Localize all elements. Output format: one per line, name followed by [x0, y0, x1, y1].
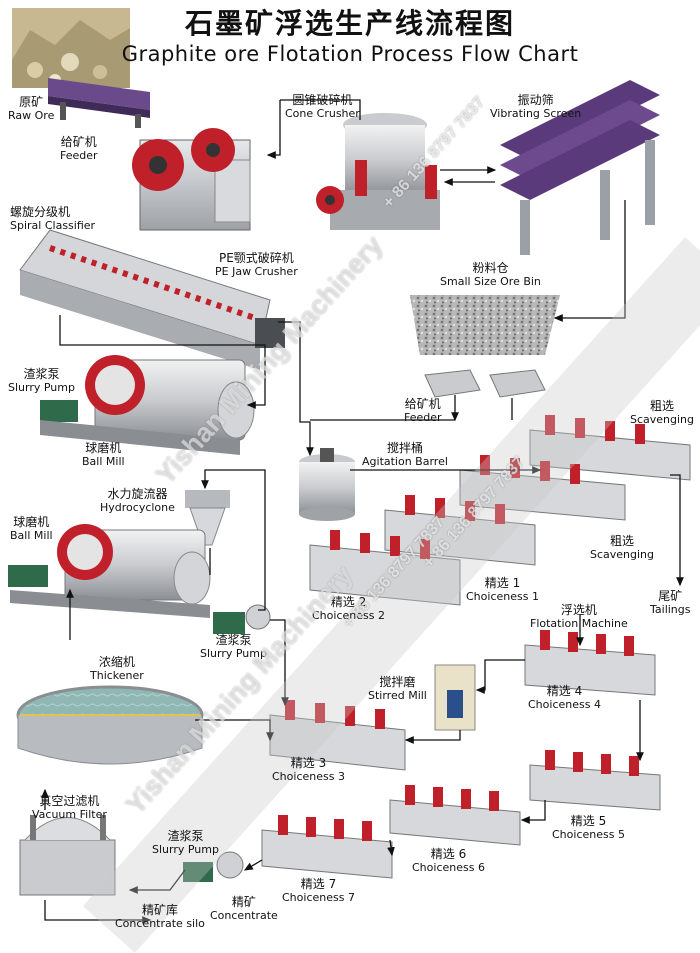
ball-mill-2-icon	[8, 524, 211, 618]
feeder-top-icon	[48, 78, 150, 128]
bank-choiceness-2	[309, 530, 461, 606]
bank-choiceness-3	[269, 700, 406, 771]
chart-title-en: Graphite ore Flotation Process Flow Char…	[121, 42, 579, 66]
vibrating-screen-icon	[500, 80, 660, 255]
flow-chart-canvas: 石墨矿浮选生产线流程图 Graphite ore Flotation Proce…	[8, 7, 700, 953]
slurry-pump-3-icon	[183, 851, 244, 882]
chart-title-cn: 石墨矿浮选生产线流程图	[184, 7, 515, 40]
equipment-illustration-layer	[8, 8, 691, 924]
bank-choiceness-6	[389, 785, 521, 846]
jaw-crusher-icon	[132, 128, 251, 231]
bank-choiceness-4	[524, 630, 656, 696]
hydrocyclone-icon	[185, 490, 230, 546]
slurry-pump-2-icon	[213, 604, 271, 634]
flow-lines	[41, 99, 684, 924]
feeder-mid-icon	[424, 369, 546, 398]
ball-mill-1-icon	[40, 355, 255, 455]
cone-crusher-icon	[316, 113, 440, 230]
thickener-icon	[16, 685, 204, 765]
flotation-banks-icon	[261, 415, 691, 879]
agitation-barrel-icon	[299, 448, 355, 521]
small-ore-bin-icon	[410, 295, 560, 355]
stirred-mill-icon	[434, 664, 476, 731]
vacuum-filter-icon	[19, 815, 116, 896]
bank-choiceness-7	[261, 815, 393, 879]
bank-choiceness-5	[529, 750, 661, 811]
